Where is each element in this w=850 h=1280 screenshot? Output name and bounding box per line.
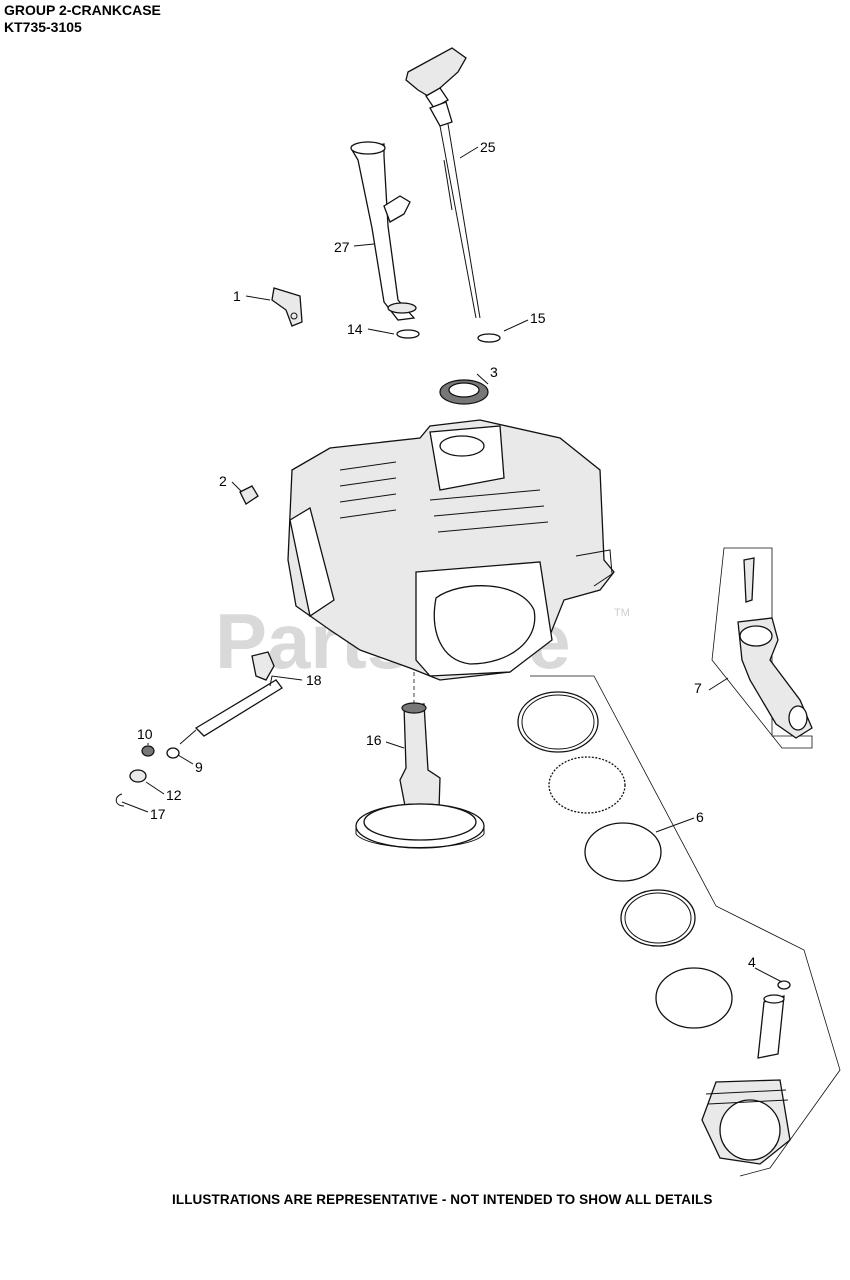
- part-4-retaining-ring[interactable]: [777, 980, 791, 990]
- part-25-clip[interactable]: [115, 793, 125, 807]
- callout-25: 17: [150, 806, 166, 822]
- callout-12: 12: [166, 787, 182, 803]
- callout-4: 4: [748, 954, 756, 970]
- piston-pin[interactable]: [757, 994, 785, 1059]
- callout-7: 7: [694, 680, 702, 696]
- part-27-governor-shaft[interactable]: [194, 651, 283, 737]
- callout-9: 9: [195, 759, 203, 775]
- conrod-outline: [711, 547, 813, 749]
- callout-16: 16: [366, 732, 382, 748]
- part-3-oil-seal[interactable]: [439, 379, 489, 405]
- piston-group-outline: [530, 675, 841, 1177]
- part-9-washer[interactable]: [166, 747, 180, 759]
- part-10-bushing[interactable]: [141, 745, 155, 757]
- part-16-camshaft[interactable]: [355, 702, 485, 849]
- callout-10: 10: [137, 726, 153, 742]
- group-title: GROUP 2-CRANKCASE: [4, 2, 161, 18]
- piston[interactable]: [701, 1079, 791, 1165]
- part-1-bracket[interactable]: [271, 287, 303, 327]
- callout-18: 27: [334, 239, 350, 255]
- part-14-o-ring[interactable]: [396, 329, 420, 339]
- part-7-connecting-rod[interactable]: [737, 557, 813, 739]
- part-15-o-ring[interactable]: [477, 333, 501, 343]
- part-17-dipstick[interactable]: [405, 47, 481, 319]
- callout-17: 25: [480, 139, 496, 155]
- part-6-piston-rings[interactable]: [517, 691, 733, 1029]
- part-18-oil-fill-tube[interactable]: [350, 141, 417, 321]
- callout-6: 6: [696, 809, 704, 825]
- model-number: KT735-3105: [4, 19, 82, 35]
- callout-3: 3: [490, 364, 498, 380]
- part-2-dowel[interactable]: [239, 485, 259, 505]
- callout-1: 1: [233, 288, 241, 304]
- disclaimer-note: ILLUSTRATIONS ARE REPRESENTATIVE - NOT I…: [172, 1192, 713, 1207]
- callout-14: 14: [347, 321, 363, 337]
- crankcase-block[interactable]: [287, 419, 615, 681]
- callout-27: 18: [306, 672, 322, 688]
- callout-2: 2: [219, 473, 227, 489]
- watermark-tm: TM: [614, 607, 630, 619]
- callout-15: 15: [530, 310, 546, 326]
- part-12-washer[interactable]: [129, 769, 147, 783]
- leader-lines: [121, 146, 783, 983]
